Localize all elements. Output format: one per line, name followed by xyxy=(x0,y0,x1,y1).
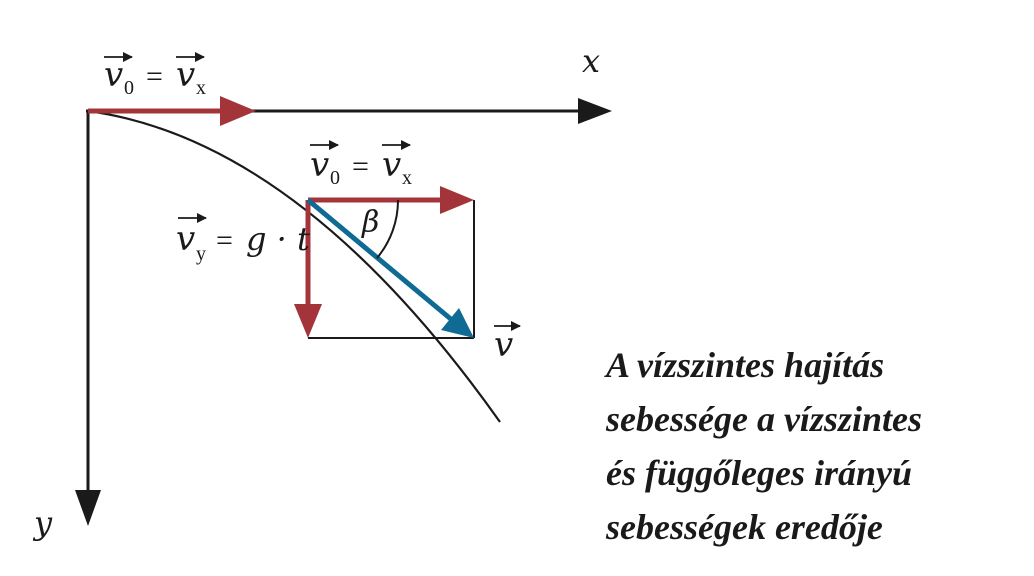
svg-text:=: = xyxy=(216,224,233,257)
svg-text:v: v xyxy=(310,145,329,185)
svg-text:=: = xyxy=(352,150,369,183)
caption-line-1: A vízszintes hajítás xyxy=(606,345,885,385)
v0-arrowhead-origin xyxy=(220,96,256,126)
vy-arrowhead xyxy=(294,304,322,338)
svg-text:0: 0 xyxy=(124,77,134,99)
svg-text:v: v xyxy=(494,325,513,365)
svg-text:y: y xyxy=(196,243,206,265)
svg-text:x: x xyxy=(196,77,206,99)
svg-text:=: = xyxy=(146,60,163,93)
svg-text:x: x xyxy=(402,167,412,189)
y-axis-arrowhead xyxy=(75,490,101,526)
resultant-arrowhead xyxy=(441,308,474,338)
label-v0-equals-vx-point: v 0 = v x xyxy=(310,140,412,189)
svg-text:v: v xyxy=(176,219,195,259)
label-vy-equals-gt: v y = g · t xyxy=(176,213,310,265)
caption-line-3: és függőleges irányú xyxy=(606,453,912,493)
y-axis-label: y xyxy=(32,504,53,542)
x-axis-label: x xyxy=(582,42,600,80)
x-axis-arrowhead xyxy=(578,98,612,124)
svg-text:g · t: g · t xyxy=(246,220,310,258)
caption-line-4: sebességek eredője xyxy=(606,507,883,547)
resultant-vector xyxy=(306,198,454,322)
svg-text:0: 0 xyxy=(330,167,340,189)
svg-text:v: v xyxy=(176,55,195,95)
label-v0-equals-vx-origin: v 0 = v x xyxy=(104,52,206,99)
caption-line-2: sebessége a vízszintes xyxy=(606,399,922,439)
trajectory-curve xyxy=(87,109,501,423)
svg-text:v: v xyxy=(104,55,123,95)
svg-text:v: v xyxy=(382,145,401,185)
angle-arc xyxy=(376,199,400,259)
vx-arrowhead xyxy=(440,186,474,214)
angle-label: β xyxy=(361,205,379,240)
label-resultant-v: v xyxy=(494,321,521,365)
caption: A vízszintes hajítás sebessége a vízszin… xyxy=(606,338,1026,554)
